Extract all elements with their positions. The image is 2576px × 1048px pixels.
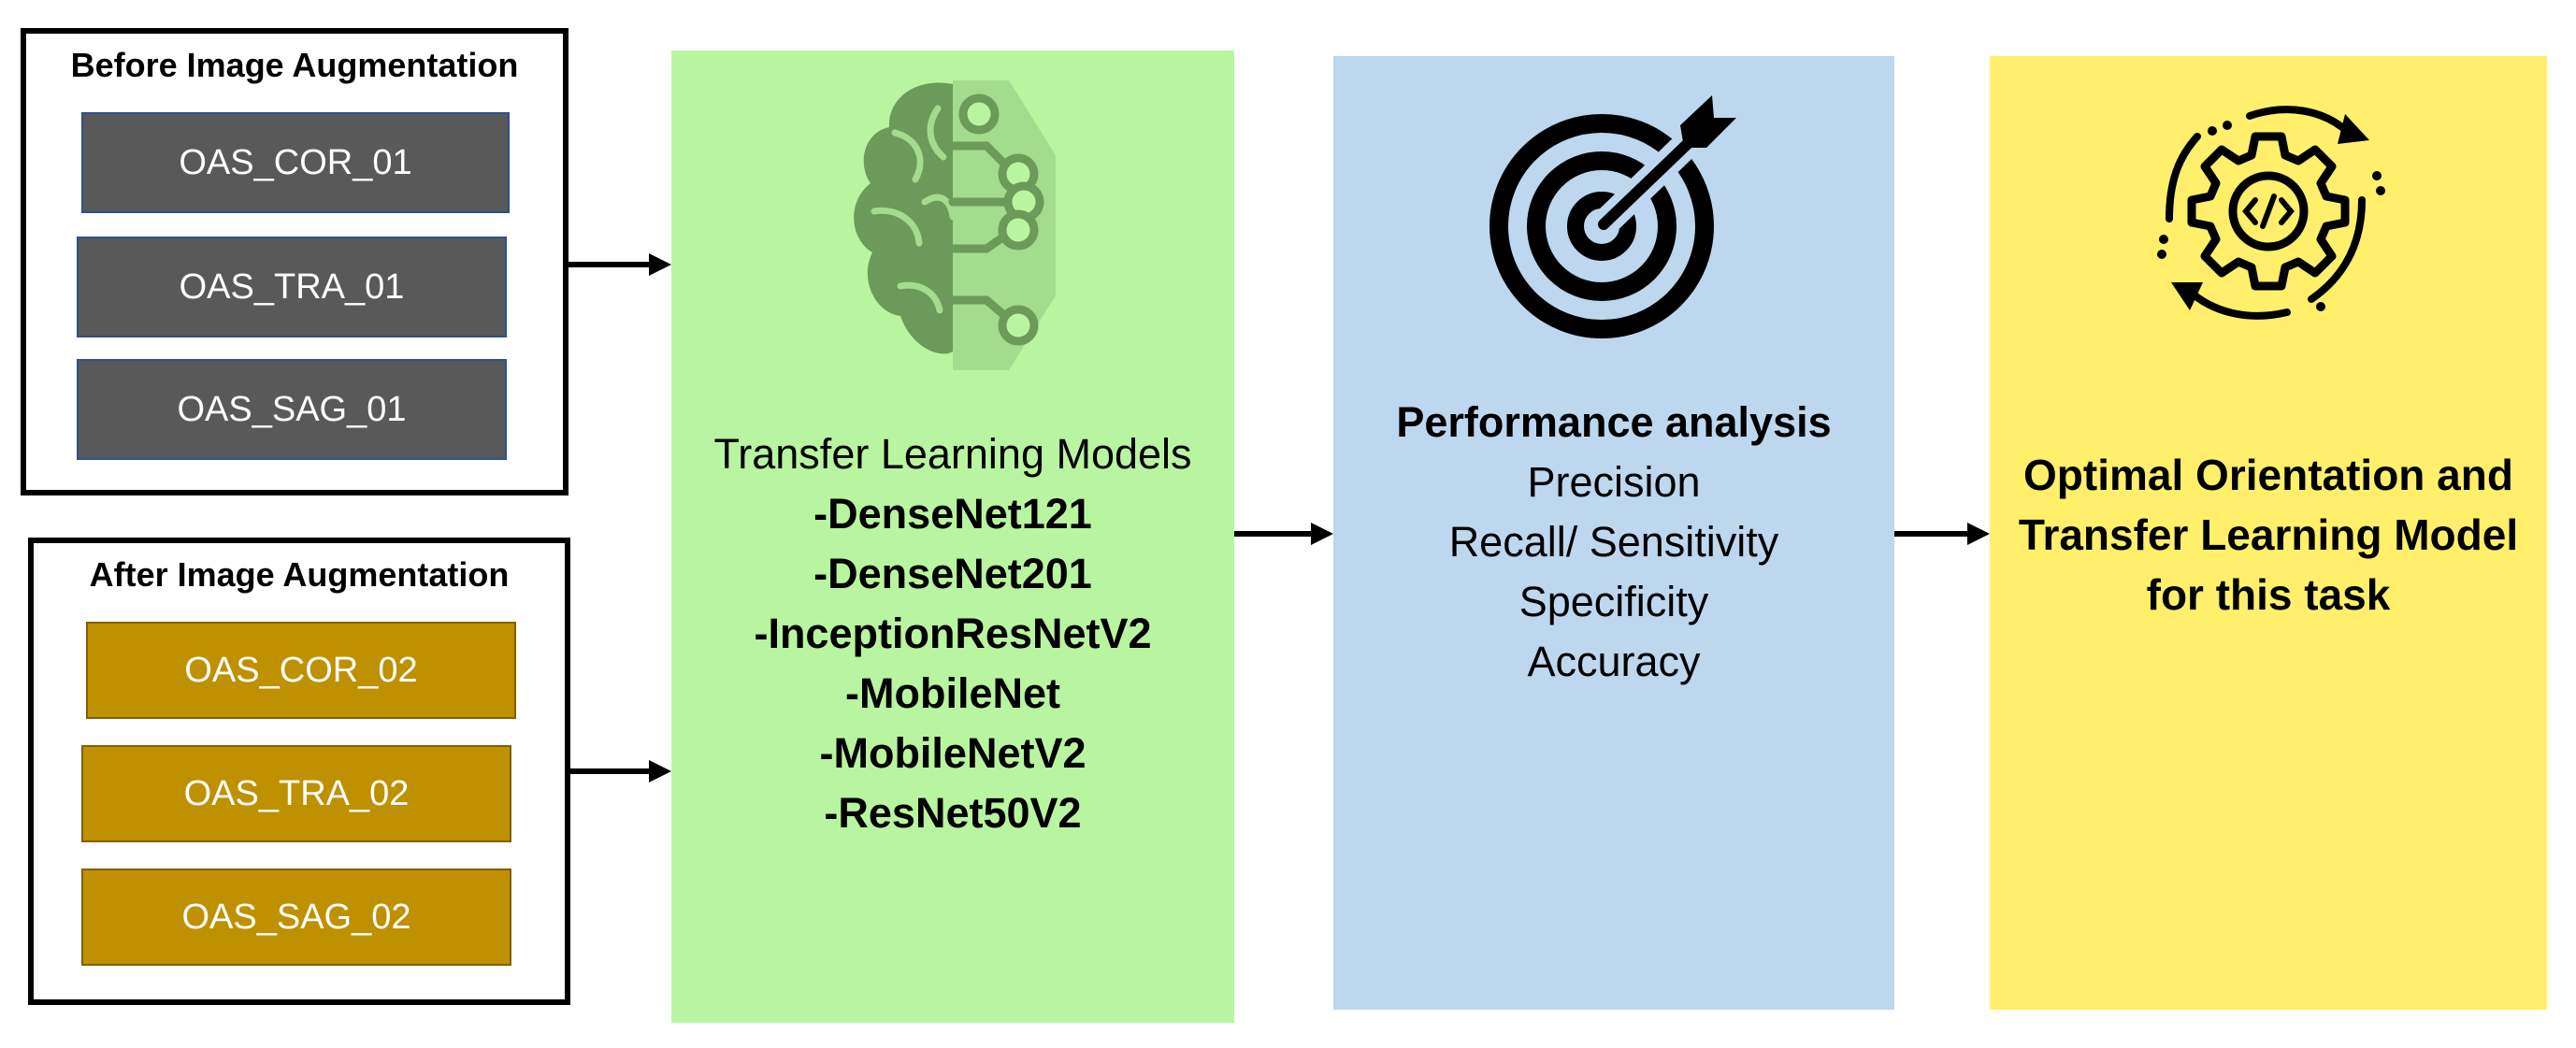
model-densenet201: -DenseNet201 xyxy=(813,550,1092,597)
transfer-learning-panel: Transfer Learning Models -DenseNet121 -D… xyxy=(671,50,1234,1023)
performance-panel: Performance analysis Precision Recall/ S… xyxy=(1333,56,1894,1010)
model-densenet121: -DenseNet121 xyxy=(813,490,1092,538)
dataset-box-oas-cor-02: OAS_COR_02 xyxy=(86,622,516,719)
model-mobilenet: -MobileNet xyxy=(845,669,1060,717)
dataset-box-oas-cor-01: OAS_COR_01 xyxy=(81,112,510,213)
model-mobilenetv2: -MobileNetV2 xyxy=(819,729,1087,777)
gear-code-cycle-icon xyxy=(2157,106,2385,320)
model-inceptionresnetv2: -InceptionResNetV2 xyxy=(754,610,1152,657)
dataset-label: OAS_COR_02 xyxy=(184,650,418,690)
dataset-label: OAS_TRA_02 xyxy=(183,773,410,813)
arrowhead-performance xyxy=(1967,523,1990,545)
model-resnet50v2: -ResNet50V2 xyxy=(824,789,1082,837)
target-arrow-icon xyxy=(1489,95,1736,338)
dataset-box-oas-tra-02: OAS_TRA_02 xyxy=(81,745,511,842)
dataset-box-oas-tra-01: OAS_TRA_01 xyxy=(77,237,507,337)
transfer-learning-heading: Transfer Learning Models xyxy=(713,430,1192,478)
before-augmentation-title: Before Image Augmentation xyxy=(70,46,519,84)
dataset-label: OAS_SAG_01 xyxy=(177,389,407,429)
result-line-2: Transfer Learning Model xyxy=(2018,510,2519,559)
brain-circuit-icon xyxy=(854,80,1056,370)
metric-recall-sensitivity: Recall/ Sensitivity xyxy=(1448,518,1779,566)
arrowhead-models xyxy=(1311,523,1333,545)
result-panel: Optimal Orientation and Transfer Learnin… xyxy=(1990,56,2547,1010)
dataset-label: OAS_TRA_01 xyxy=(179,266,405,307)
dataset-box-oas-sag-01: OAS_SAG_01 xyxy=(77,359,507,460)
arrowhead-after xyxy=(649,760,671,782)
result-line-1: Optimal Orientation and xyxy=(2023,451,2513,499)
metric-specificity: Specificity xyxy=(1518,578,1709,625)
performance-heading: Performance analysis xyxy=(1396,398,1832,446)
arrowhead-before xyxy=(649,253,671,276)
dataset-label: OAS_COR_01 xyxy=(179,142,412,182)
dataset-label: OAS_SAG_02 xyxy=(181,897,411,937)
metric-precision: Precision xyxy=(1527,458,1701,506)
after-augmentation-title: After Image Augmentation xyxy=(89,555,510,594)
result-line-3: for this task xyxy=(2146,570,2391,619)
dataset-box-oas-sag-02: OAS_SAG_02 xyxy=(81,869,511,966)
metric-accuracy: Accuracy xyxy=(1527,638,1701,685)
